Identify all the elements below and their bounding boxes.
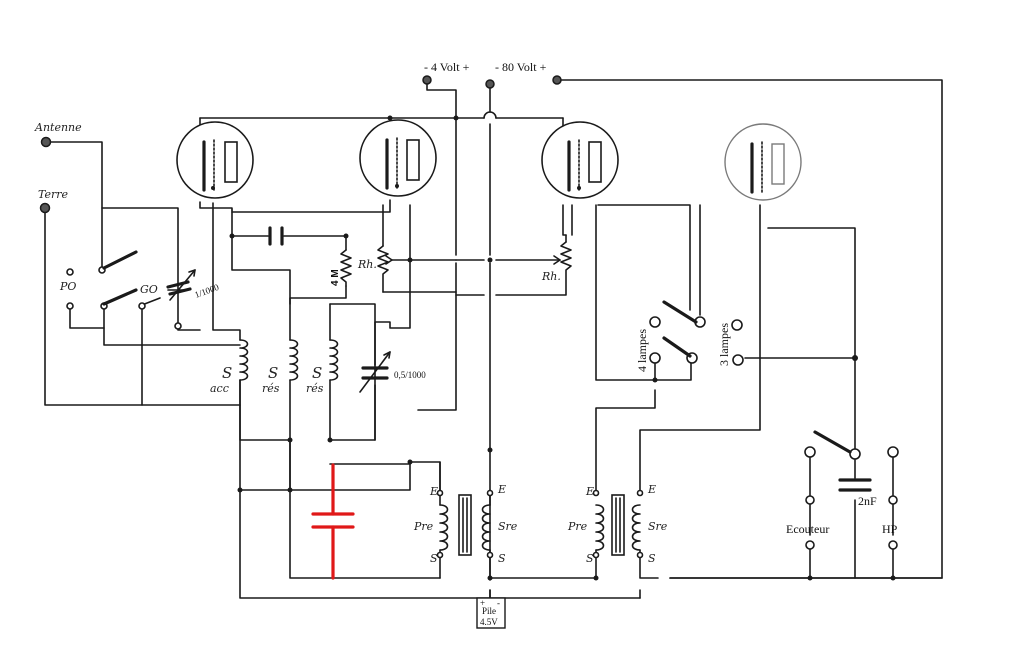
output-post[interactable] bbox=[804, 446, 816, 458]
label-pile: Pile bbox=[482, 606, 496, 616]
switch-post bbox=[66, 302, 74, 310]
knife-switch-blade bbox=[102, 288, 138, 306]
label-4-lampes: 4 lampes bbox=[635, 329, 649, 372]
lamp-selector[interactable]: 4 lampes 3 lampes bbox=[635, 300, 744, 372]
label-s-res-1: S bbox=[268, 364, 278, 382]
label-rh-left: Rh. bbox=[357, 258, 377, 271]
switch-post bbox=[731, 319, 743, 331]
label-po: PO bbox=[59, 280, 76, 293]
output-post[interactable] bbox=[849, 448, 861, 460]
label-4-volt: - 4 Volt + bbox=[424, 60, 470, 74]
label-cap-05-1000: 0,5/1000 bbox=[394, 370, 426, 380]
hp-post[interactable] bbox=[888, 540, 898, 550]
label-rh-right: Rh. bbox=[541, 270, 561, 283]
label-tr2-s-right: S bbox=[648, 552, 656, 565]
label-pile-plus: + bbox=[480, 598, 485, 608]
label-tr2-e-left: E bbox=[585, 485, 594, 498]
label-s-res-2: S bbox=[312, 364, 322, 382]
pile-battery: + - Pile 4.5V bbox=[476, 597, 506, 629]
label-3-lampes: 3 lampes bbox=[717, 323, 731, 366]
switch-post bbox=[174, 322, 182, 330]
label-s-res-1-sub: rés bbox=[262, 382, 280, 395]
label-tr1-pri: Pre bbox=[413, 520, 434, 533]
label-ecouteur: Ecouteur bbox=[786, 522, 829, 536]
antenna-ground: Antenne Terre bbox=[34, 121, 82, 214]
label-antenne: Antenne bbox=[34, 121, 82, 134]
knife-switch-blade bbox=[813, 430, 852, 454]
label-s-acc: S bbox=[222, 364, 232, 382]
label-tr1-e-left: E bbox=[429, 485, 438, 498]
ecouteur-post[interactable] bbox=[805, 495, 815, 505]
label-pile-voltage: 4.5V bbox=[480, 617, 498, 627]
supply-section: - 4 Volt + - 80 Volt + bbox=[422, 60, 562, 89]
ecouteur-post[interactable] bbox=[805, 540, 815, 550]
label-go: GO bbox=[140, 283, 158, 296]
coil-s-acc: S acc bbox=[210, 339, 249, 395]
wiring bbox=[44, 79, 943, 599]
label-tr2-pri: Pre bbox=[567, 520, 588, 533]
terminal-antenne[interactable] bbox=[40, 136, 52, 148]
hp-post[interactable] bbox=[888, 495, 898, 505]
terminal-terre[interactable] bbox=[39, 202, 51, 214]
terminal-4v-minus[interactable] bbox=[422, 75, 432, 85]
coil-s-res-1: S rés bbox=[262, 339, 299, 395]
label-cap-1-1000: 1/1000 bbox=[193, 282, 220, 300]
label-terre: Terre bbox=[38, 188, 69, 201]
coil-s-res-2: S rés bbox=[306, 339, 339, 395]
label-tr1-e-right: E bbox=[497, 483, 506, 496]
label-2nf: 2nF bbox=[858, 494, 877, 508]
switch-post bbox=[138, 302, 146, 310]
label-tr1-s-left: S bbox=[430, 552, 438, 565]
tube-4 bbox=[724, 123, 802, 201]
label-s-res-2-sub: rés bbox=[306, 382, 324, 395]
junctions bbox=[229, 115, 658, 581]
output-post[interactable] bbox=[887, 446, 899, 458]
po-go-switch[interactable]: PO GO bbox=[59, 250, 182, 330]
knife-switch-blade bbox=[102, 250, 138, 270]
label-4m: 4 M bbox=[330, 269, 341, 286]
switch-post bbox=[732, 354, 744, 366]
transformer-1: E E Pre Sre S S bbox=[413, 483, 518, 565]
output-section: 2nF Ecouteur HP bbox=[786, 355, 899, 581]
label-tr2-e-right: E bbox=[647, 483, 656, 496]
switch-post bbox=[649, 316, 661, 328]
switch-post bbox=[66, 268, 74, 276]
label-tr2-sec: Sre bbox=[648, 520, 668, 533]
tube-3 bbox=[541, 121, 619, 199]
variable-capacitor-05-1000: 0,5/1000 bbox=[359, 351, 426, 393]
terminal-4v-plus[interactable] bbox=[485, 79, 495, 89]
switch-post bbox=[649, 352, 661, 364]
tube-1 bbox=[176, 121, 254, 199]
tube-2 bbox=[359, 119, 437, 197]
label-tr2-s-left: S bbox=[586, 552, 594, 565]
coupling-capacitor bbox=[268, 226, 284, 246]
label-80-volt: - 80 Volt + bbox=[495, 60, 547, 74]
label-pile-minus: - bbox=[497, 598, 500, 608]
label-s-acc-sub: acc bbox=[210, 382, 229, 395]
label-tr1-s-right: S bbox=[498, 552, 506, 565]
label-tr1-sec: Sre bbox=[498, 520, 518, 533]
transformer-2: E E Pre Sre S S bbox=[567, 483, 668, 565]
knife-switch-blade bbox=[662, 336, 692, 358]
label-hp: HP bbox=[882, 522, 898, 536]
knife-switch-blade bbox=[662, 300, 698, 324]
terminal-80v-plus[interactable] bbox=[552, 75, 562, 85]
added-capacitor-red bbox=[311, 463, 355, 580]
